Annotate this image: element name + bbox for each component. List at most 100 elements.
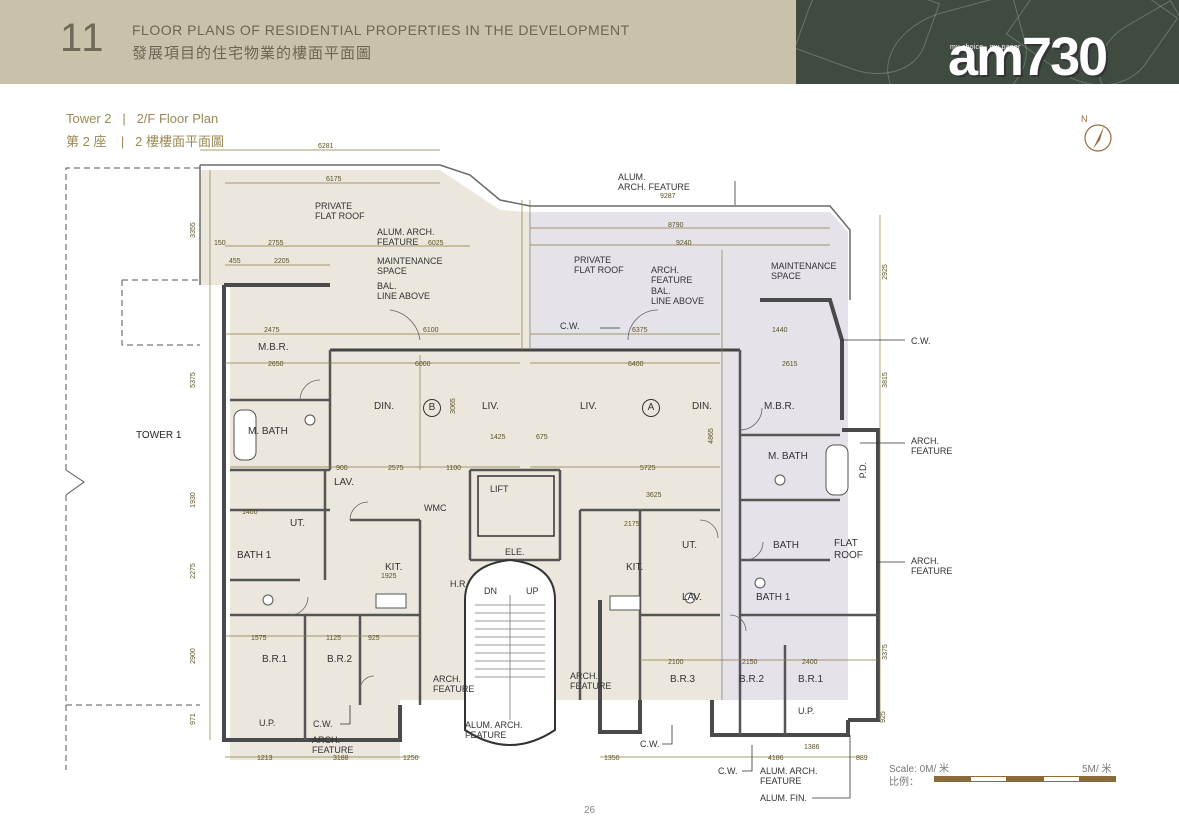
header-band: [0, 0, 796, 84]
scale-max-label: 5M/ 米: [1082, 764, 1112, 775]
dim-label: 2400: [802, 659, 818, 666]
flat-roof-label: FLAT ROOF: [834, 538, 863, 561]
dim-label: 8790: [668, 222, 684, 229]
dim-label: 1930: [189, 492, 197, 508]
dim-label: 2275: [189, 563, 197, 579]
dim-label: 4186: [768, 755, 784, 762]
room-br1-b: B.R.1: [262, 654, 288, 665]
room-bath-a: BATH: [773, 540, 799, 551]
dim-label: 1425: [490, 434, 506, 441]
maintenance-space-2-label: MAINTENANCE SPACE: [771, 261, 837, 282]
page-title-zh: 發展項目的住宅物業的樓面平面圖: [132, 45, 373, 62]
wmc-label: WMC: [424, 503, 447, 513]
room-mbath-a: M. BATH: [768, 451, 808, 462]
dim-label: 1100: [446, 465, 462, 472]
arch-feature-r1-label: ARCH. FEATURE: [911, 436, 953, 457]
dim-label: 2900: [189, 648, 197, 664]
dim-label: 889: [856, 755, 868, 762]
dim-label: 2615: [782, 361, 798, 368]
stair-dn-label: DN: [484, 586, 497, 596]
dim-label: 6375: [632, 327, 648, 334]
dim-label: 1440: [772, 327, 788, 334]
alum-fin-label: ALUM. FIN.: [760, 793, 808, 803]
am730-logo: am730: [948, 27, 1108, 87]
dim-label: 6281: [318, 143, 334, 150]
dim-label: 3188: [333, 755, 349, 762]
ele-label: ELE.: [505, 547, 525, 557]
arch-feature-b2-label: ARCH. FEATURE: [570, 671, 612, 692]
dim-label: 3625: [646, 492, 662, 499]
dim-label: 925: [368, 635, 380, 642]
dim-label: 6175: [326, 176, 342, 183]
dim-label: 2150: [742, 659, 758, 666]
unit-b-marker: B: [423, 399, 441, 417]
dim-label: 5725: [640, 465, 656, 472]
dim-label: 455: [229, 258, 241, 265]
alum-arch-feature-b2-label: ALUM. ARCH. FEATURE: [760, 766, 818, 787]
room-liv-a: LIV.: [580, 401, 597, 412]
parapet: [199, 164, 851, 300]
break-line: [65, 469, 85, 496]
private-flat-roof-b-label: PRIVATE FLAT ROOF: [315, 201, 365, 222]
logo-banner: [796, 0, 1179, 84]
bal-line-above-label: BAL. LINE ABOVE: [377, 281, 431, 302]
scale-bar: [934, 776, 1116, 782]
page-footer-number: 26: [583, 805, 596, 816]
dim-label: 2100: [668, 659, 684, 666]
stair-up-label: UP: [526, 586, 539, 596]
dim-label: 1386: [804, 744, 820, 751]
unit-a-marker: A: [642, 399, 660, 417]
leader-lines: [340, 181, 905, 799]
dim-label: 1925: [381, 573, 397, 580]
north-arrow-icon: N: [1081, 114, 1112, 152]
dim-label: 1400: [242, 509, 258, 516]
dim-label: 2925: [881, 264, 889, 280]
room-bath1-a: BATH 1: [756, 592, 791, 603]
dim-label: 3065: [449, 398, 457, 414]
cw-b2-label: C.W.: [640, 739, 660, 749]
logo-tagline: my choice . my paper: [950, 44, 1021, 51]
room-din-b: DIN.: [374, 401, 394, 412]
interior-walls: [230, 350, 878, 740]
north-label: N: [1081, 114, 1088, 124]
room-ut-b: UT.: [290, 518, 305, 529]
dimension-lines: [200, 149, 881, 758]
room-ut-a: UT.: [682, 540, 697, 551]
arch-feature-a-label: ARCH. FEATURE: [651, 265, 693, 286]
dim-label: 1575: [251, 635, 267, 642]
arch-feature-b1-label: ARCH. FEATURE: [433, 674, 475, 695]
page-number: 11: [60, 16, 106, 60]
bal-line-above-2-label: BAL. LINE ABOVE: [651, 286, 705, 307]
room-up-b: U.P.: [259, 718, 276, 728]
dim-label: 675: [536, 434, 548, 441]
stair-treads: [475, 595, 545, 720]
dim-label: 3815: [881, 372, 889, 388]
room-mbr-b: M.B.R.: [258, 342, 289, 353]
plan-subtitle-zh: 第 2 座 | 2 樓樓面平面圖: [66, 134, 224, 149]
dim-label: 6025: [428, 240, 444, 247]
lift-shaft: [477, 475, 555, 537]
dim-label: 1213: [257, 755, 273, 762]
dim-label: 2755: [268, 240, 284, 247]
cw-b1-label: C.W.: [313, 719, 333, 729]
alum-arch-feature-top-label: ALUM. ARCH. FEATURE: [618, 172, 690, 193]
dim-label: 150: [214, 240, 226, 247]
dim-label: 9287: [660, 193, 676, 200]
cw-right-label: C.W.: [911, 336, 931, 346]
dim-label: 3375: [881, 644, 889, 660]
dim-label: 925: [879, 711, 887, 723]
dim-label: 6100: [423, 327, 439, 334]
cw-label: C.W.: [560, 321, 580, 331]
room-liv-b: LIV.: [482, 401, 499, 412]
plan-subtitle-en: Tower 2 | 2/F Floor Plan: [66, 111, 219, 126]
dim-label: 2175: [624, 521, 640, 528]
dim-label: 9240: [676, 240, 692, 247]
exterior-walls: [222, 283, 880, 742]
dim-label: 2205: [274, 258, 290, 265]
dim-label: 1350: [604, 755, 620, 762]
dim-label: 2575: [388, 465, 404, 472]
dim-label: 2475: [264, 327, 280, 334]
tower1-label: TOWER 1: [136, 430, 182, 441]
dim-label: 971: [189, 713, 197, 725]
scale-label-zh: 比例：: [889, 777, 919, 788]
